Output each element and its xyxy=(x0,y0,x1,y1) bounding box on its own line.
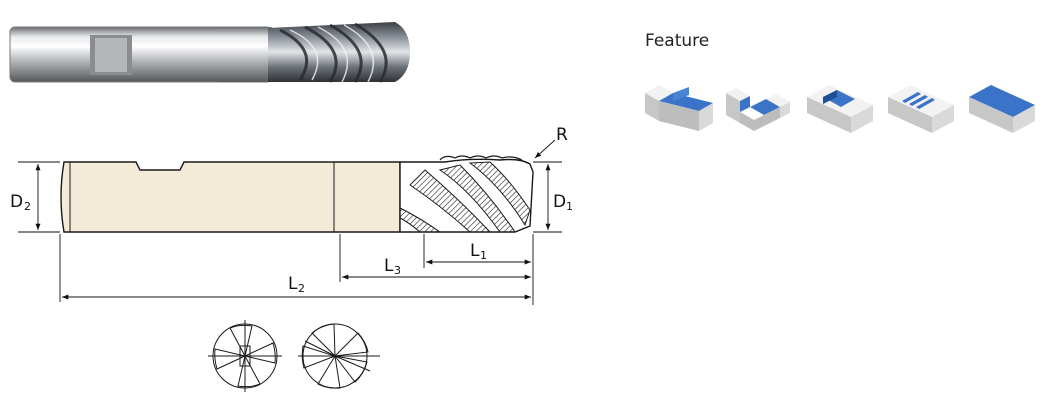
multi-groove-icon xyxy=(888,85,954,133)
end-mill-photo xyxy=(9,22,410,83)
slotting-icon xyxy=(726,88,790,131)
d2-subscript: 2 xyxy=(24,200,31,213)
l3-label: L xyxy=(384,256,394,276)
end-view-left xyxy=(208,320,282,392)
l1-subscript: 1 xyxy=(480,249,487,262)
l2-subscript: 2 xyxy=(298,282,305,295)
d1-label: D xyxy=(553,192,566,212)
flute-hatching xyxy=(399,161,531,233)
shank-outline xyxy=(60,161,401,233)
shoulder-milling-icon xyxy=(645,85,713,131)
end-mill-drawing: D 2 D 1 R L 1 L 3 L 2 xyxy=(10,125,573,305)
pocketing-icon xyxy=(807,85,873,133)
d1-subscript: 1 xyxy=(566,200,573,213)
l1-label: L xyxy=(470,241,480,261)
l3-subscript: 3 xyxy=(394,264,401,277)
d2-label: D xyxy=(10,192,23,212)
end-view-right xyxy=(298,323,380,389)
face-milling-icon xyxy=(969,85,1035,133)
feature-title: Feature xyxy=(645,31,710,51)
r-label: R xyxy=(556,125,568,145)
l2-label: L xyxy=(288,274,298,294)
feature-icons xyxy=(645,85,1035,133)
end-views xyxy=(208,320,380,392)
